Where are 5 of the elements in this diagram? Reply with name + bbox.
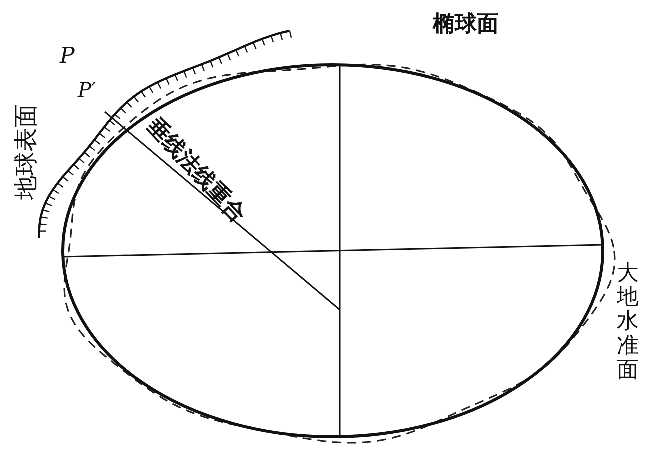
geoid-label: 大地水准面: [617, 262, 640, 383]
ellipsoid-label: 椭球面: [433, 14, 499, 36]
earth-surface-label: 地球表面: [14, 104, 38, 200]
point-label: P′: [78, 80, 96, 100]
point-label: P: [60, 46, 75, 68]
